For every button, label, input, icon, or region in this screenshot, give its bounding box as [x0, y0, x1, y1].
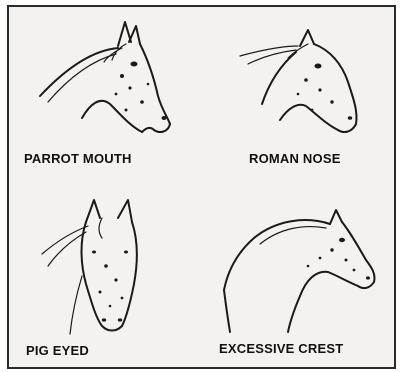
caption-parrot-mouth: PARROT MOUTH	[24, 151, 132, 166]
panel-pig-eyed	[36, 196, 176, 336]
horse-head-roman-nose-illustration	[222, 24, 382, 144]
panel-parrot-mouth	[30, 14, 190, 144]
horse-head-excessive-crest-illustration	[220, 206, 390, 336]
panel-excessive-crest	[220, 206, 390, 336]
horse-head-pig-eyed-illustration	[36, 196, 176, 336]
caption-pig-eyed: PIG EYED	[26, 343, 89, 358]
caption-roman-nose: ROMAN NOSE	[249, 151, 341, 166]
panel-roman-nose	[222, 24, 382, 144]
caption-excessive-crest: EXCESSIVE CREST	[219, 341, 343, 356]
horse-head-parrot-mouth-illustration	[30, 14, 190, 144]
